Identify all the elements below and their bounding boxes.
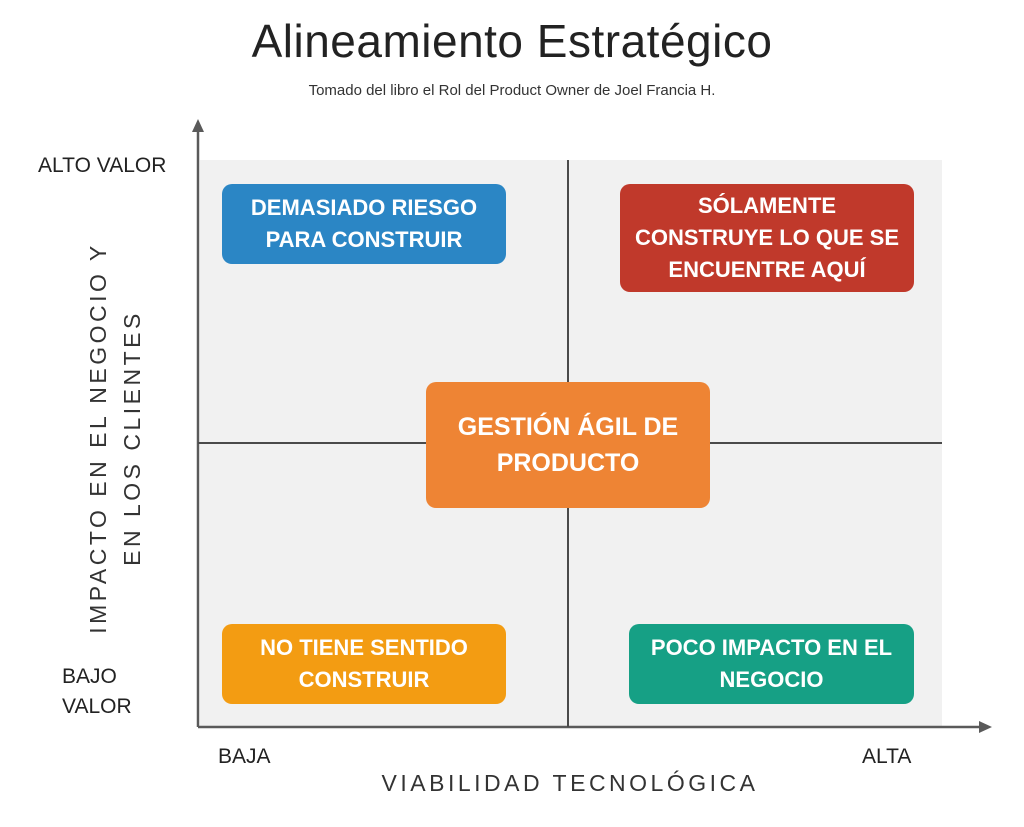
y-axis-arrow	[192, 119, 204, 132]
quadrant-top-left-box: DEMASIADO RIESGO PARA CONSTRUIR	[222, 184, 506, 264]
x-axis-low-label: BAJA	[218, 745, 271, 768]
quadrant-bottom-left-box: NO TIENE SENTIDO CONSTRUIR	[222, 624, 506, 704]
y-axis-high-label: ALTO VALOR	[38, 154, 167, 177]
quadrant-top-left-label: DEMASIADO RIESGO PARA CONSTRUIR	[250, 195, 478, 252]
y-axis-title: IMPACTO EN EL NEGOCIO Y EN LOS CLIENTES	[85, 242, 145, 634]
quadrant-bottom-left-label: NO TIENE SENTIDO CONSTRUIR	[260, 635, 468, 692]
quadrant-bottom-right-box: POCO IMPACTO EN EL NEGOCIO	[629, 624, 914, 704]
x-axis-high-label: ALTA	[862, 745, 912, 768]
y-axis-low-label: BAJO VALOR	[62, 665, 132, 718]
quadrant-bottom-right-label: POCO IMPACTO EN EL NEGOCIO	[650, 635, 893, 692]
x-axis-arrow	[979, 721, 992, 733]
quadrant-top-right-box: SÓLAMENTE CONSTRUYE LO QUE SE ENCUENTRE …	[620, 184, 914, 292]
center-box: GESTIÓN ÁGIL DE PRODUCTO	[426, 382, 710, 508]
x-axis-title: VIABILIDAD TECNOLÓGICA	[381, 770, 759, 796]
diagram-subtitle: Tomado del libro el Rol del Product Owne…	[308, 82, 716, 99]
quadrant-top-right-label: SÓLAMENTE CONSTRUYE LO QUE SE ENCUENTRE …	[634, 193, 900, 282]
diagram-title: Alineamiento Estratégico	[251, 15, 773, 67]
center-label: GESTIÓN ÁGIL DE PRODUCTO	[457, 413, 679, 477]
